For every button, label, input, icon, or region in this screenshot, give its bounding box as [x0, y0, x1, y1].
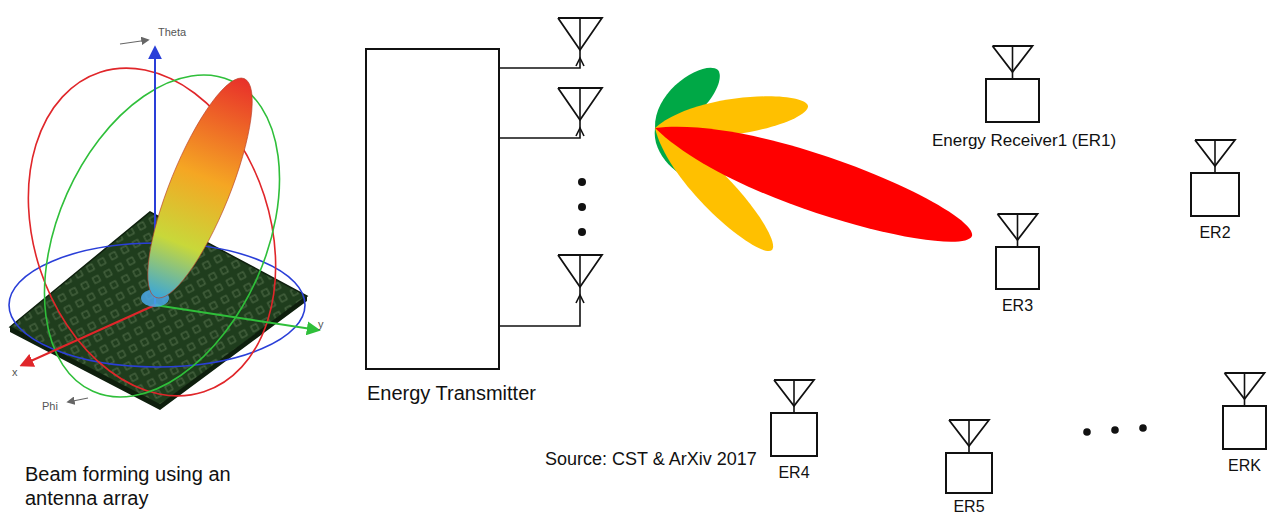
receiver-antennas: [774, 46, 1265, 452]
figure-caption: Beam forming using an antenna array: [25, 462, 275, 510]
receiver-label: ER5: [953, 498, 984, 516]
theta-ring: [0, 38, 326, 433]
main-lobe: [655, 127, 972, 242]
theta-arrow: [120, 40, 148, 44]
receiver-box: ERK: [1222, 405, 1267, 450]
transmitter-box: Energy Transmitter: [365, 48, 500, 370]
phi-arrow: [68, 398, 88, 402]
transmitter-label: Energy Transmitter: [367, 382, 536, 405]
antenna-stem: [1244, 373, 1246, 405]
receiver-box: ER3: [995, 246, 1040, 290]
main-beam: [128, 67, 272, 308]
receiver-box: ER5: [945, 452, 993, 494]
feed-wire: [500, 60, 580, 68]
receiver-label: ER4: [778, 464, 809, 482]
antenna-stem: [1214, 140, 1216, 172]
dot: [1139, 424, 1147, 432]
receiver-box: ER2: [1190, 172, 1240, 217]
antenna-array-figure: [0, 36, 326, 434]
axis-label: Phi: [42, 400, 58, 413]
beam-lobes: [655, 68, 972, 251]
antenna-stem: [579, 255, 581, 297]
receiver-box: ER4: [770, 412, 818, 457]
axis-label: y: [318, 318, 324, 331]
x-axis: [22, 305, 155, 365]
source-note: Source: CST & ArXiv 2017: [545, 449, 757, 471]
receiver-label: Energy Receiver1 (ER1): [932, 131, 1116, 151]
dot: [1083, 428, 1091, 436]
receiver-label: ERK: [1228, 457, 1261, 475]
antenna-stem: [579, 18, 581, 60]
antenna-stem: [793, 380, 795, 412]
axis-label: x: [12, 366, 18, 379]
theta-ring: [0, 36, 316, 428]
antenna-stem: [1017, 214, 1019, 246]
transmitter-antennas: [500, 18, 602, 326]
dot: [578, 178, 586, 186]
ellipsis-dots: [578, 178, 1147, 436]
axis-label: Theta: [158, 26, 186, 39]
y-axis: [155, 305, 318, 330]
dot: [1111, 426, 1119, 434]
feed-wire: [500, 297, 580, 326]
antenna-stem: [579, 88, 581, 130]
receiver-label: ER3: [1002, 297, 1033, 315]
feed-wire: [500, 130, 580, 138]
receiver-box: Energy Receiver1 (ER1): [985, 78, 1040, 123]
receiver-label: ER2: [1199, 224, 1230, 242]
antenna-stem: [1012, 46, 1014, 78]
dot: [578, 228, 586, 236]
dot: [578, 203, 586, 211]
antenna-stem: [968, 420, 970, 452]
